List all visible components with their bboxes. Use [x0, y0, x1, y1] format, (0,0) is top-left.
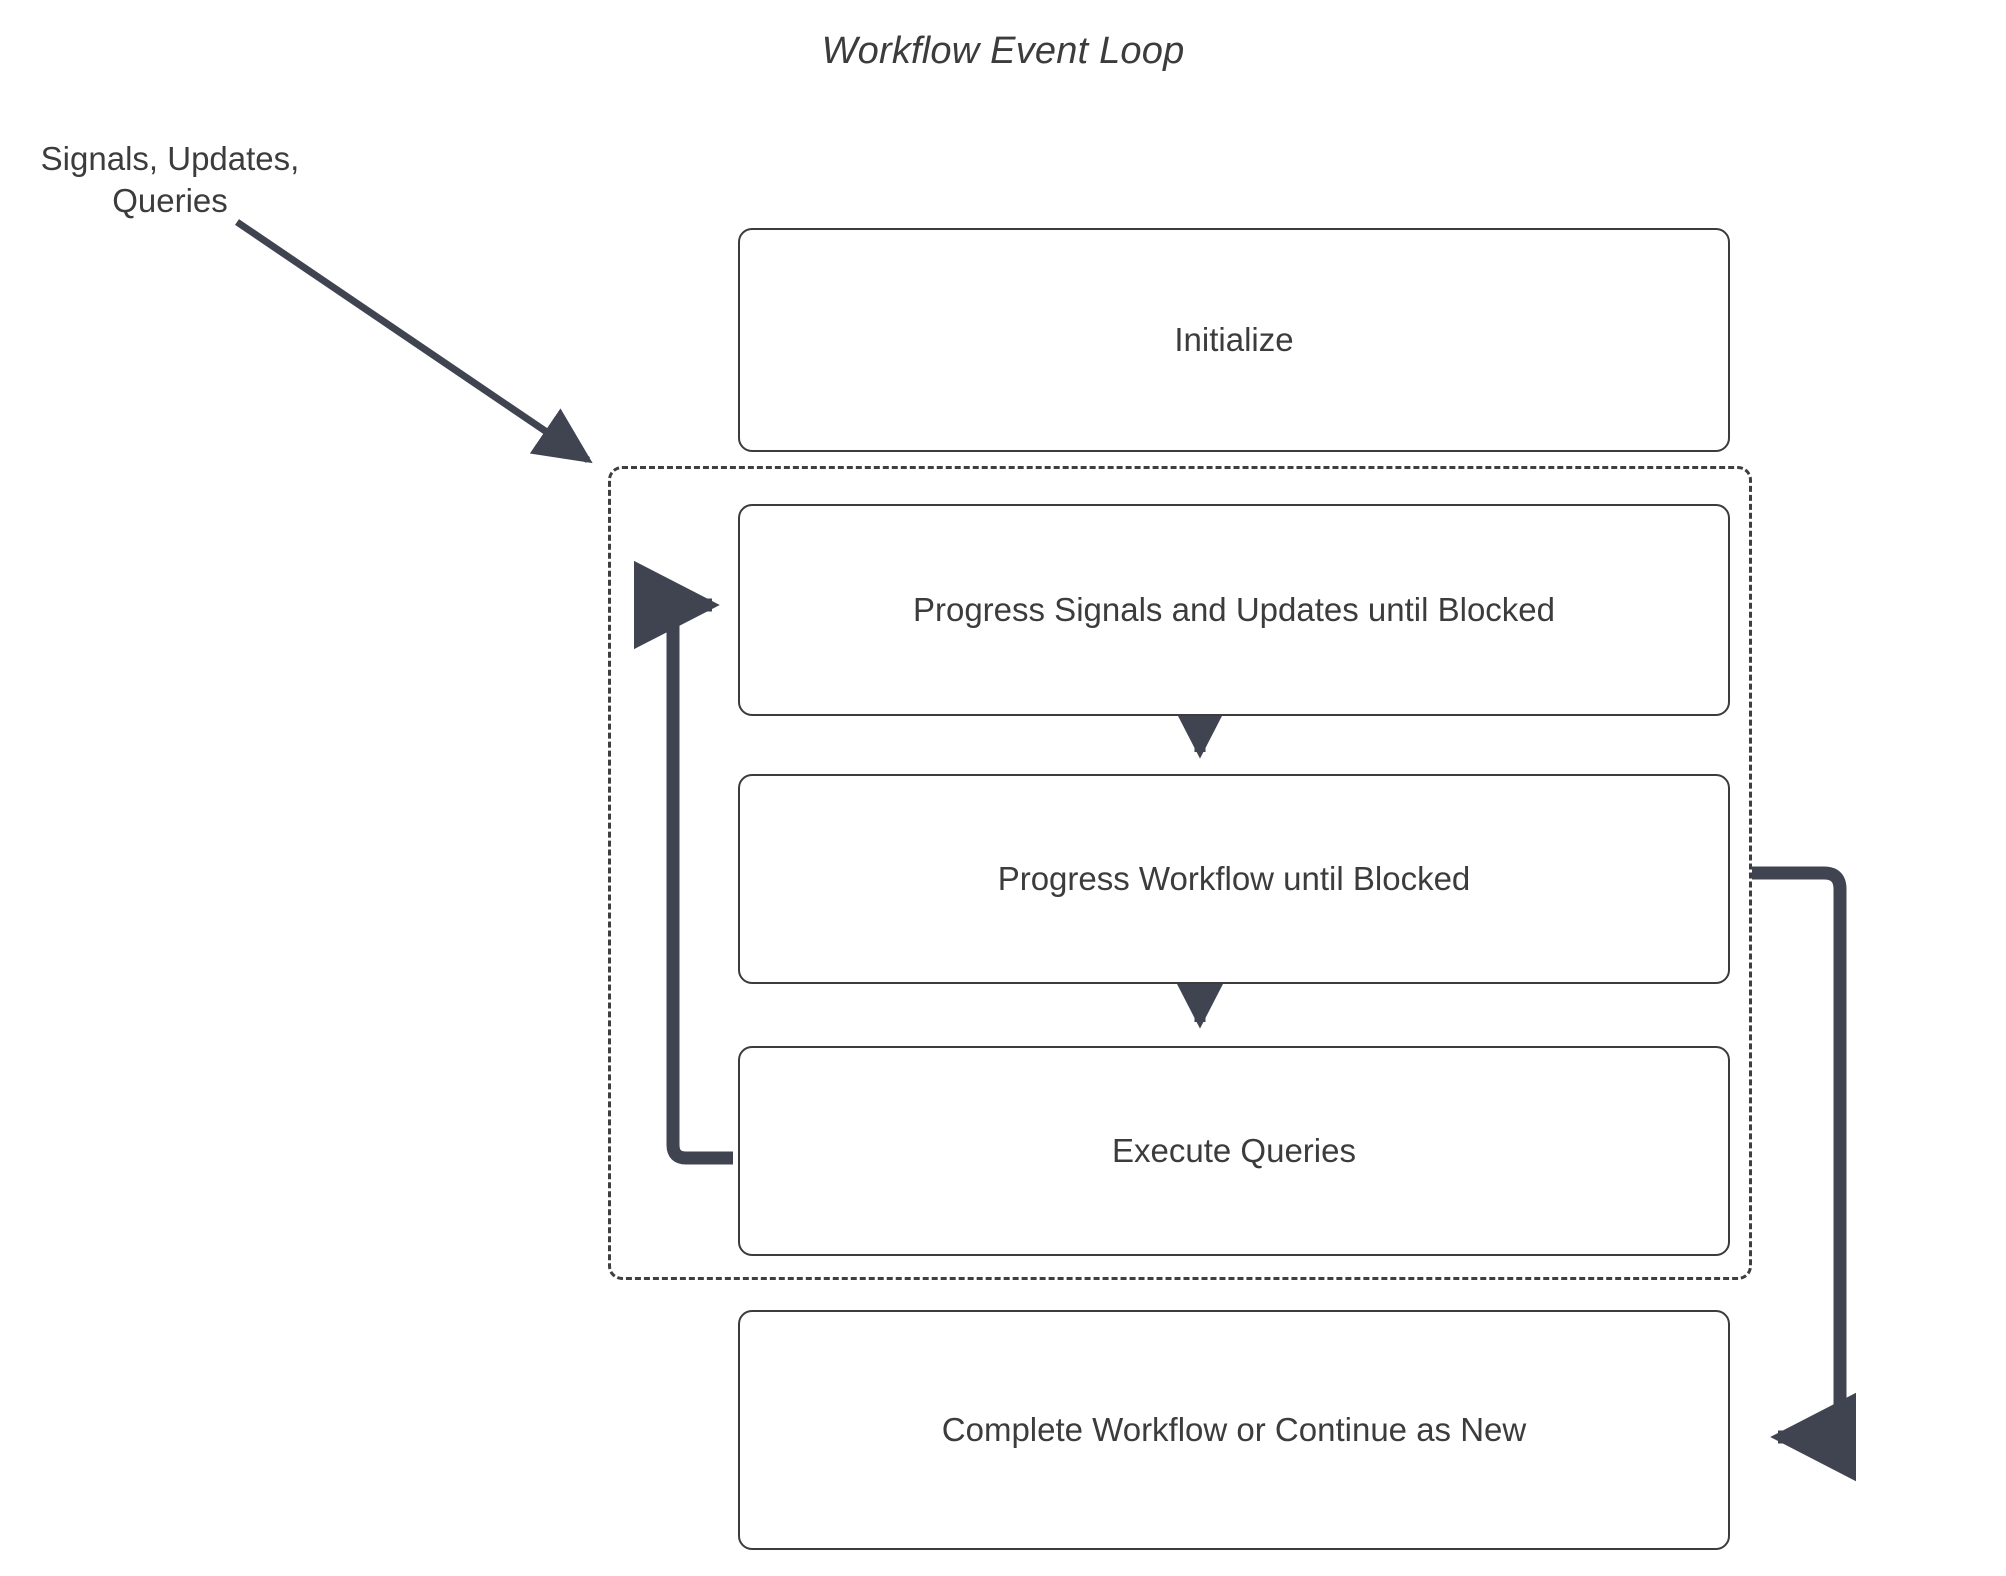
edge-loop-to-complete [1752, 866, 1856, 1482]
node-complete-workflow[interactable]: Complete Workflow or Continue as New [738, 1310, 1730, 1550]
node-initialize[interactable]: Initialize [738, 228, 1730, 452]
event-loop-group [608, 466, 1752, 1280]
external-label-signals: Signals, Updates, Queries [20, 138, 320, 222]
node-execute-queries-label: Execute Queries [1112, 1132, 1356, 1169]
page-title: Workflow Event Loop [821, 30, 1185, 72]
node-progress-workflow-label: Progress Workflow until Blocked [997, 860, 1471, 897]
node-progress-signals-label: Progress Signals and Updates until Block… [912, 591, 1556, 628]
node-execute-queries[interactable]: Execute Queries [738, 1046, 1730, 1256]
node-progress-signals[interactable]: Progress Signals and Updates until Block… [738, 504, 1730, 716]
external-label-line-2: Queries [112, 182, 228, 220]
node-initialize-label: Initialize [1174, 321, 1294, 358]
edge-input-to-loop [235, 219, 593, 464]
node-complete-workflow-label: Complete Workflow or Continue as New [941, 1411, 1527, 1448]
external-label-line-1: Signals, Updates, [40, 140, 300, 177]
node-progress-workflow[interactable]: Progress Workflow until Blocked [738, 774, 1730, 984]
